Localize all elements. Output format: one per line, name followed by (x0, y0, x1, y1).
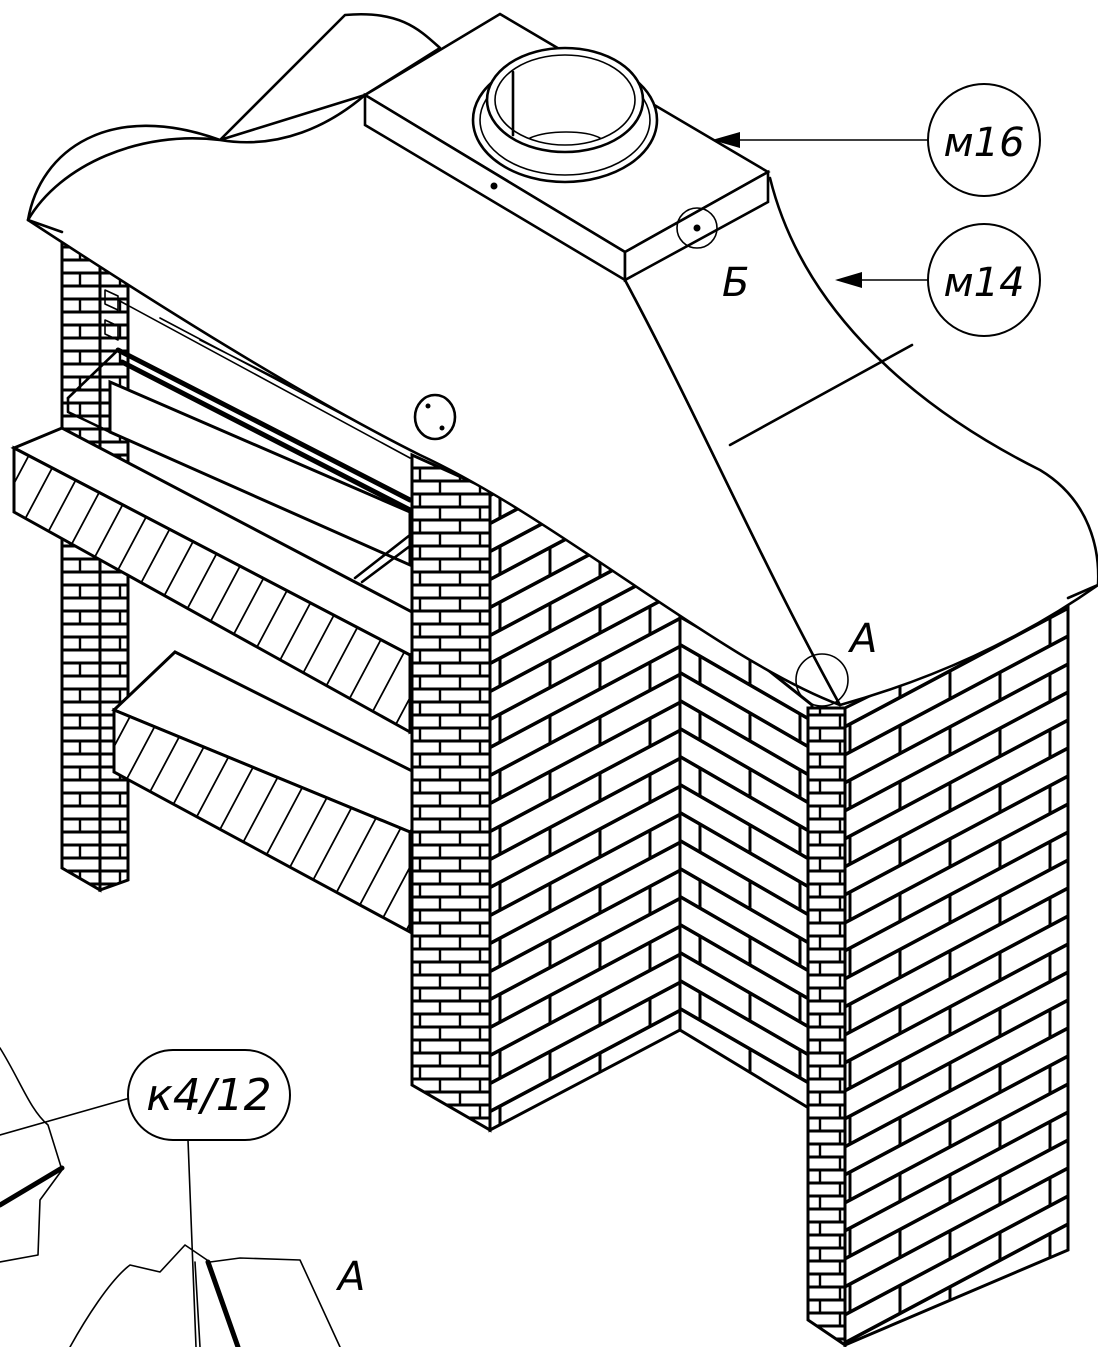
callout-m14: м14 (927, 223, 1041, 337)
chimney-pipe (471, 46, 659, 184)
center-front-pillar (410, 452, 682, 1133)
callout-m16-text: м16 (943, 120, 1024, 166)
detail-a-zoom (0, 1047, 341, 1347)
right-front-pillar (806, 595, 1070, 1347)
detail-a-label: А (847, 616, 877, 662)
leader-lines (712, 132, 929, 707)
callout-k4-12-text: к4/12 (146, 1070, 271, 1121)
callout-k4-12: к4/12 (0, 1049, 291, 1347)
callout-m14-text: м14 (943, 260, 1024, 306)
detail-a-zoom-label: А (335, 1254, 365, 1300)
smoke-hood (26, 12, 1098, 707)
grill-firebox (66, 289, 420, 584)
callout-m16: м16 (927, 83, 1041, 197)
detail-b-label: Б (722, 260, 749, 306)
